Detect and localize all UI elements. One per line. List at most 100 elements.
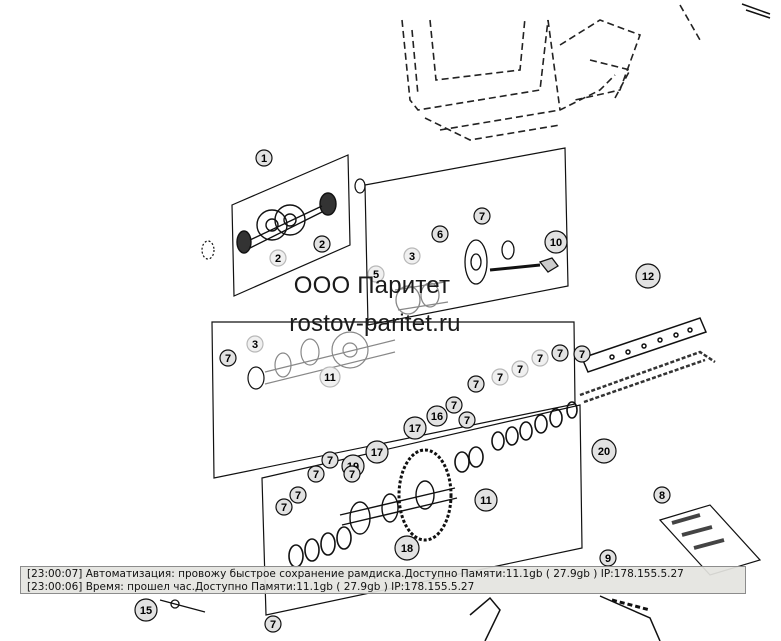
callout-2: 2 bbox=[269, 249, 287, 267]
callout-number: 7 bbox=[451, 400, 457, 412]
event-log-panel: [23:00:07] Автоматизация: провожу быстро… bbox=[20, 566, 746, 594]
callout-number: 7 bbox=[579, 349, 585, 361]
callout-3: 3 bbox=[403, 247, 421, 265]
callout-number: 18 bbox=[401, 543, 413, 555]
callout-number: 12 bbox=[642, 271, 654, 283]
callout-circle bbox=[403, 247, 421, 265]
bracket-part bbox=[469, 595, 661, 641]
callout-number: 7 bbox=[479, 211, 485, 223]
callout-number: 7 bbox=[497, 372, 503, 384]
callout-17: 17 bbox=[403, 416, 427, 440]
callout-circle bbox=[426, 405, 448, 427]
lower-sprocket-part bbox=[339, 448, 458, 542]
callout-20: 20 bbox=[591, 438, 617, 464]
callout-circle bbox=[394, 535, 420, 561]
callout-circle bbox=[269, 249, 287, 267]
callout-2: 2 bbox=[313, 235, 331, 253]
sprocket-pair-part bbox=[236, 192, 337, 254]
callout-7: 7 bbox=[445, 396, 463, 414]
callout-7: 7 bbox=[473, 207, 491, 225]
panel-middle bbox=[211, 321, 576, 479]
callout-circle bbox=[289, 486, 307, 504]
callout-7: 7 bbox=[275, 498, 293, 516]
callout-circle bbox=[458, 411, 476, 429]
link-chain-part bbox=[658, 504, 762, 576]
log-line: [23:00:06] Время: прошел час.Доступно Па… bbox=[27, 580, 475, 593]
chain-part bbox=[579, 350, 716, 404]
callout-7: 7 bbox=[289, 486, 307, 504]
callout-7: 7 bbox=[531, 349, 549, 367]
callout-7: 7 bbox=[551, 344, 569, 362]
watermark-company: ООО Паритет bbox=[293, 272, 451, 299]
callout-circle bbox=[343, 465, 361, 483]
callout-7: 7 bbox=[264, 615, 282, 633]
dashed-frame-assembly bbox=[401, 4, 701, 141]
callout-number: 17 bbox=[371, 447, 383, 459]
panel-upper-right bbox=[364, 147, 569, 326]
callout-circle bbox=[219, 349, 237, 367]
lower-washers bbox=[288, 526, 352, 568]
callout-circle bbox=[403, 416, 427, 440]
callout-6: 6 bbox=[431, 225, 449, 243]
callout-number: 15 bbox=[140, 605, 152, 617]
callout-number: 7 bbox=[473, 379, 479, 391]
callout-number: 7 bbox=[327, 455, 333, 467]
callout-number: 3 bbox=[252, 339, 258, 351]
callout-7: 7 bbox=[343, 465, 361, 483]
callout-number: 7 bbox=[270, 619, 276, 631]
bolt-part bbox=[159, 599, 206, 613]
callout-circle bbox=[307, 465, 325, 483]
callout-circle bbox=[635, 263, 661, 289]
callout-number: 2 bbox=[319, 239, 325, 251]
callout-number: 20 bbox=[598, 446, 610, 458]
callout-17: 17 bbox=[365, 440, 389, 464]
callout-circle bbox=[264, 615, 282, 633]
callout-15: 15 bbox=[134, 598, 158, 622]
callout-16: 16 bbox=[426, 405, 448, 427]
callout-9: 9 bbox=[599, 549, 617, 567]
callout-7: 7 bbox=[219, 349, 237, 367]
callout-circle bbox=[445, 396, 463, 414]
callout-number: 7 bbox=[313, 469, 319, 481]
callout-7: 7 bbox=[511, 360, 529, 378]
callout-layer: 1227610351273117777777167172019177777117… bbox=[134, 149, 671, 633]
callout-10: 10 bbox=[544, 230, 568, 254]
callout-3: 3 bbox=[246, 335, 264, 353]
callout-11: 11 bbox=[319, 366, 341, 388]
callout-number: 17 bbox=[409, 423, 421, 435]
callout-7: 7 bbox=[321, 451, 339, 469]
callout-circle bbox=[511, 360, 529, 378]
callout-circle bbox=[275, 498, 293, 516]
callout-circle bbox=[531, 349, 549, 367]
callout-circle bbox=[365, 440, 389, 464]
callout-number: 7 bbox=[537, 353, 543, 365]
callout-number: 9 bbox=[605, 553, 611, 565]
callout-11: 11 bbox=[474, 488, 498, 512]
watermark-site: rostov-paritet.ru bbox=[289, 310, 461, 337]
callout-circle bbox=[544, 230, 568, 254]
callout-12: 12 bbox=[635, 263, 661, 289]
callout-18: 18 bbox=[394, 535, 420, 561]
callout-circle bbox=[491, 368, 509, 386]
callout-circle bbox=[255, 149, 273, 167]
callout-1: 1 bbox=[255, 149, 273, 167]
callout-number: 7 bbox=[557, 348, 563, 360]
callout-circle bbox=[573, 345, 591, 363]
small-washer-part bbox=[201, 178, 366, 260]
callout-circle bbox=[367, 265, 385, 283]
callout-7: 7 bbox=[573, 345, 591, 363]
panel-upper-left bbox=[231, 154, 351, 297]
callout-circle bbox=[134, 598, 158, 622]
callout-circle bbox=[246, 335, 264, 353]
callout-number: 3 bbox=[409, 251, 415, 263]
callout-number: 1 bbox=[261, 153, 267, 165]
callout-circle bbox=[431, 225, 449, 243]
callout-8: 8 bbox=[653, 486, 671, 504]
callout-7: 7 bbox=[467, 375, 485, 393]
upper-shaft-assembly bbox=[394, 239, 559, 315]
callout-circle bbox=[474, 488, 498, 512]
callout-circle bbox=[467, 375, 485, 393]
callout-number: 16 bbox=[431, 411, 443, 423]
log-line: [23:00:07] Автоматизация: провожу быстро… bbox=[27, 568, 684, 580]
washer-stack bbox=[454, 401, 578, 473]
